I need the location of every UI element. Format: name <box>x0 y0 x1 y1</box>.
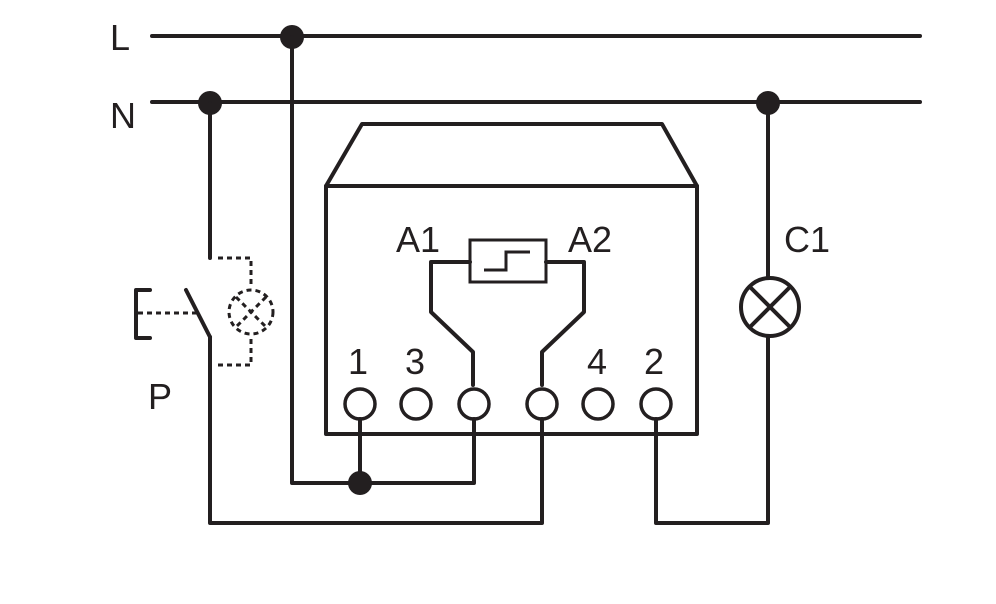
indicator-lamp-icon <box>227 288 275 336</box>
button-return-wire <box>208 363 544 525</box>
indicator-top-wire <box>218 256 253 287</box>
line-label: L <box>110 17 130 58</box>
coil-step-icon <box>484 250 530 272</box>
pushbutton-actuator-icon <box>134 288 152 340</box>
indicator-bottom-wire <box>218 337 253 367</box>
coil-symbol <box>468 238 548 284</box>
terminal-3-label: 3 <box>405 341 425 382</box>
terminal-3 <box>399 387 433 421</box>
coil-a2-label: A2 <box>568 219 612 260</box>
pushbutton-contact <box>184 288 212 339</box>
neutral-label: N <box>110 95 136 136</box>
terminal-a1 <box>457 387 491 421</box>
lamp-label: C1 <box>784 219 830 260</box>
coil-a2-wire <box>540 260 586 387</box>
terminal-4-label: 4 <box>587 341 607 382</box>
coil-a1-wire <box>429 260 475 387</box>
coil-a1-label: A1 <box>396 219 440 260</box>
terminal-4 <box>581 387 615 421</box>
terminal-2-label: 2 <box>644 341 664 382</box>
terminal-1-label: 1 <box>348 341 368 382</box>
lamp-icon <box>739 276 801 338</box>
lamp-cross-b <box>748 285 792 329</box>
terminal-1 <box>343 387 377 421</box>
relay-housing <box>324 122 699 436</box>
terminal-a2 <box>525 387 559 421</box>
lamp-feed-wire <box>654 335 770 525</box>
terminal-2 <box>639 387 673 421</box>
junction-terminal-1 <box>348 471 372 495</box>
pushbutton-label: P <box>148 376 172 417</box>
indicator-cross-b <box>234 295 268 329</box>
line-feed-wire <box>290 35 476 485</box>
